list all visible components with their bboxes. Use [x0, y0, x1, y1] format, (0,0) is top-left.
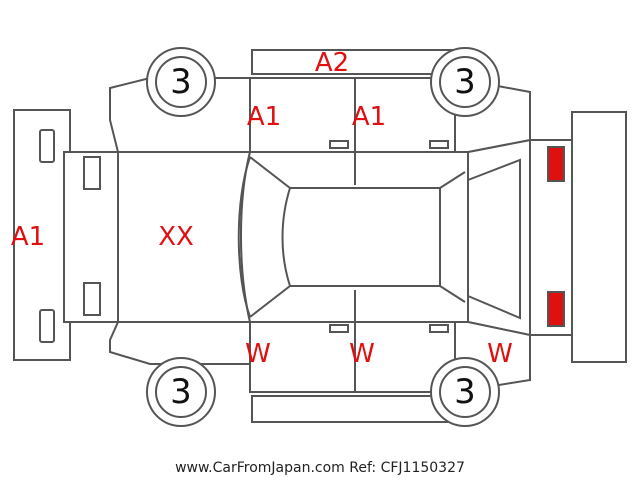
- mark-roof-top: A2: [315, 48, 349, 78]
- mark-front-door-bottom: W: [245, 339, 271, 369]
- mark-front-door-top: A1: [247, 102, 281, 132]
- tire-front-left: [146, 47, 216, 117]
- rear-bumper: [571, 111, 627, 363]
- mark-rear-door-top: A1: [352, 102, 386, 132]
- tire-rear-right-grade: 3: [454, 372, 476, 412]
- mark-hood: XX: [158, 222, 194, 252]
- front-bumper: [13, 109, 71, 361]
- tire-front-right: [146, 357, 216, 427]
- trunk: [467, 138, 531, 337]
- tire-rear-left-grade: 3: [454, 62, 476, 102]
- tire-front-left-grade: 3: [170, 62, 192, 102]
- tire-rear-left: [430, 47, 500, 117]
- tire-front-right-grade: 3: [170, 372, 192, 412]
- mark-rear-quarter-bottom: W: [487, 339, 513, 369]
- mark-rear-door-bottom: W: [349, 339, 375, 369]
- mark-front-bumper: A1: [11, 222, 45, 252]
- tire-rear-right: [430, 357, 500, 427]
- roof: [237, 151, 469, 323]
- right-side-body: [109, 290, 531, 423]
- rear-panel: [529, 139, 573, 336]
- reference-footer: www.CarFromJapan.com Ref: CFJ1150327: [175, 460, 465, 476]
